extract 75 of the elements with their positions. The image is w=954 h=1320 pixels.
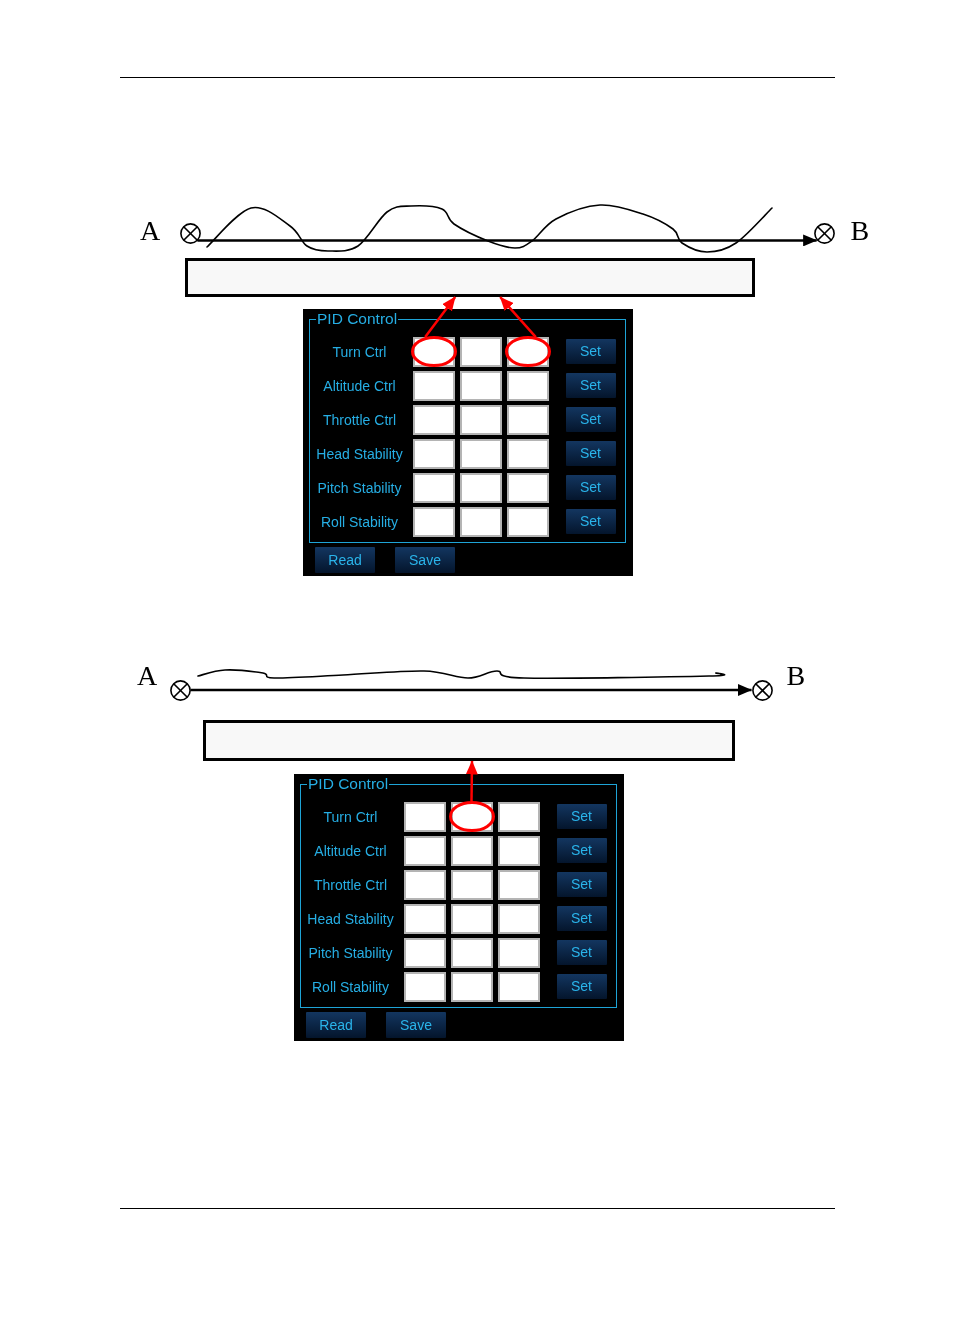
input-field <box>497 937 540 968</box>
command-button: Set <box>565 440 616 466</box>
row-label: Turn Ctrl <box>322 807 379 827</box>
command-button: Set <box>556 837 607 863</box>
input-field <box>506 370 549 401</box>
row-label: Throttle Ctrl <box>321 410 398 430</box>
row-label: Altitude Ctrl <box>322 376 397 396</box>
input-field <box>497 869 540 900</box>
input-field <box>412 472 455 503</box>
input-field <box>450 869 493 900</box>
input-field <box>506 506 549 537</box>
display-field <box>203 720 735 761</box>
command-button: Set <box>556 973 607 999</box>
point-label: B <box>786 662 806 690</box>
input-field <box>506 404 549 435</box>
group-title: PID Control <box>307 775 390 792</box>
command-button: Set <box>565 338 616 364</box>
row-label: Head Stability <box>306 909 395 929</box>
command-button: Set <box>556 939 607 965</box>
input-field <box>403 903 446 934</box>
input-field <box>450 835 493 866</box>
row-label: Turn Ctrl <box>331 342 388 362</box>
input-field <box>506 438 549 469</box>
input-field <box>459 336 502 367</box>
command-button: Set <box>556 905 607 931</box>
input-field <box>450 937 493 968</box>
display-field <box>185 258 755 297</box>
input-field <box>459 370 502 401</box>
input-field <box>412 404 455 435</box>
input-field <box>459 472 502 503</box>
input-field <box>497 801 540 832</box>
command-button: Set <box>556 871 607 897</box>
input-field <box>412 438 455 469</box>
arrow <box>465 760 478 801</box>
input-field <box>497 903 540 934</box>
input-field <box>412 370 455 401</box>
input-field <box>459 438 502 469</box>
arrow <box>197 234 818 247</box>
command-button: Save <box>386 1012 446 1038</box>
input-field <box>403 937 446 968</box>
row-label: Head Stability <box>315 444 404 464</box>
input-field <box>403 835 446 866</box>
command-button: Set <box>565 508 616 534</box>
command-button: Read <box>315 547 375 573</box>
row-label: Roll Stability <box>320 512 399 532</box>
group-title: PID Control <box>316 310 399 327</box>
point-label: A <box>137 662 158 690</box>
command-button: Set <box>565 474 616 500</box>
row-label: Roll Stability <box>311 977 390 997</box>
command-button: Set <box>565 372 616 398</box>
input-field <box>403 971 446 1002</box>
point-label: A <box>140 217 161 245</box>
row-label: Altitude Ctrl <box>313 841 388 861</box>
input-field <box>403 801 446 832</box>
row-label: Pitch Stability <box>307 943 394 963</box>
input-field <box>412 506 455 537</box>
control-panel <box>303 309 633 576</box>
input-field <box>497 971 540 1002</box>
control-panel <box>294 774 624 1041</box>
point-label: B <box>850 217 870 245</box>
input-field <box>497 835 540 866</box>
row-label: Pitch Stability <box>316 478 403 498</box>
arrow <box>424 296 457 338</box>
arrow <box>190 684 752 696</box>
input-field <box>506 472 549 503</box>
input-field <box>450 903 493 934</box>
row-label: Throttle Ctrl <box>312 875 389 895</box>
input-field <box>403 869 446 900</box>
command-button: Read <box>306 1012 366 1038</box>
input-field <box>459 506 502 537</box>
input-field <box>459 404 502 435</box>
command-button: Save <box>395 547 455 573</box>
command-button: Set <box>565 406 616 432</box>
command-button: Set <box>556 803 607 829</box>
input-field <box>450 971 493 1002</box>
